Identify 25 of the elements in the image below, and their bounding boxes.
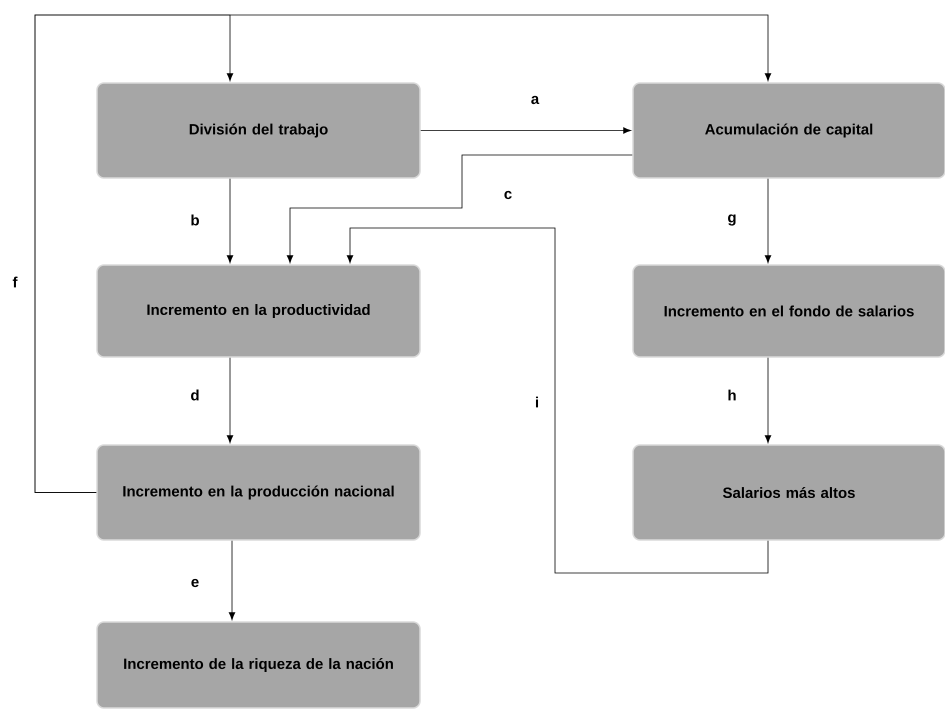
edge-label: c (504, 190, 512, 200)
arrow (764, 178, 772, 264)
edge-label: f (12, 276, 18, 288)
arrow (226, 357, 234, 444)
arrow (764, 357, 772, 444)
arrow (420, 127, 632, 134)
arrow (346, 228, 768, 574)
edge-label: i (536, 396, 538, 408)
process-box: Salarios más altos (632, 444, 945, 541)
arrow (34, 14, 772, 493)
edge-label: d (191, 390, 199, 400)
process-box: División del trabajo (96, 82, 421, 179)
process-box: Incremento en la producción nacional (96, 444, 421, 541)
process-box: Incremento en la productividad (96, 264, 421, 358)
process-box: Incremento en el fondo de salarios (632, 264, 945, 358)
process-box: Incremento de la riqueza de la nación (96, 621, 421, 709)
edge-label: b (191, 214, 199, 226)
edge-label: a (531, 96, 540, 104)
edge-label: e (191, 578, 199, 588)
arrow (228, 540, 236, 620)
process-box: Acumulación de capital (632, 82, 945, 179)
edge-label: h (728, 390, 736, 400)
edge-label: g (728, 214, 736, 226)
arrow (286, 154, 633, 264)
arrow (226, 178, 234, 264)
